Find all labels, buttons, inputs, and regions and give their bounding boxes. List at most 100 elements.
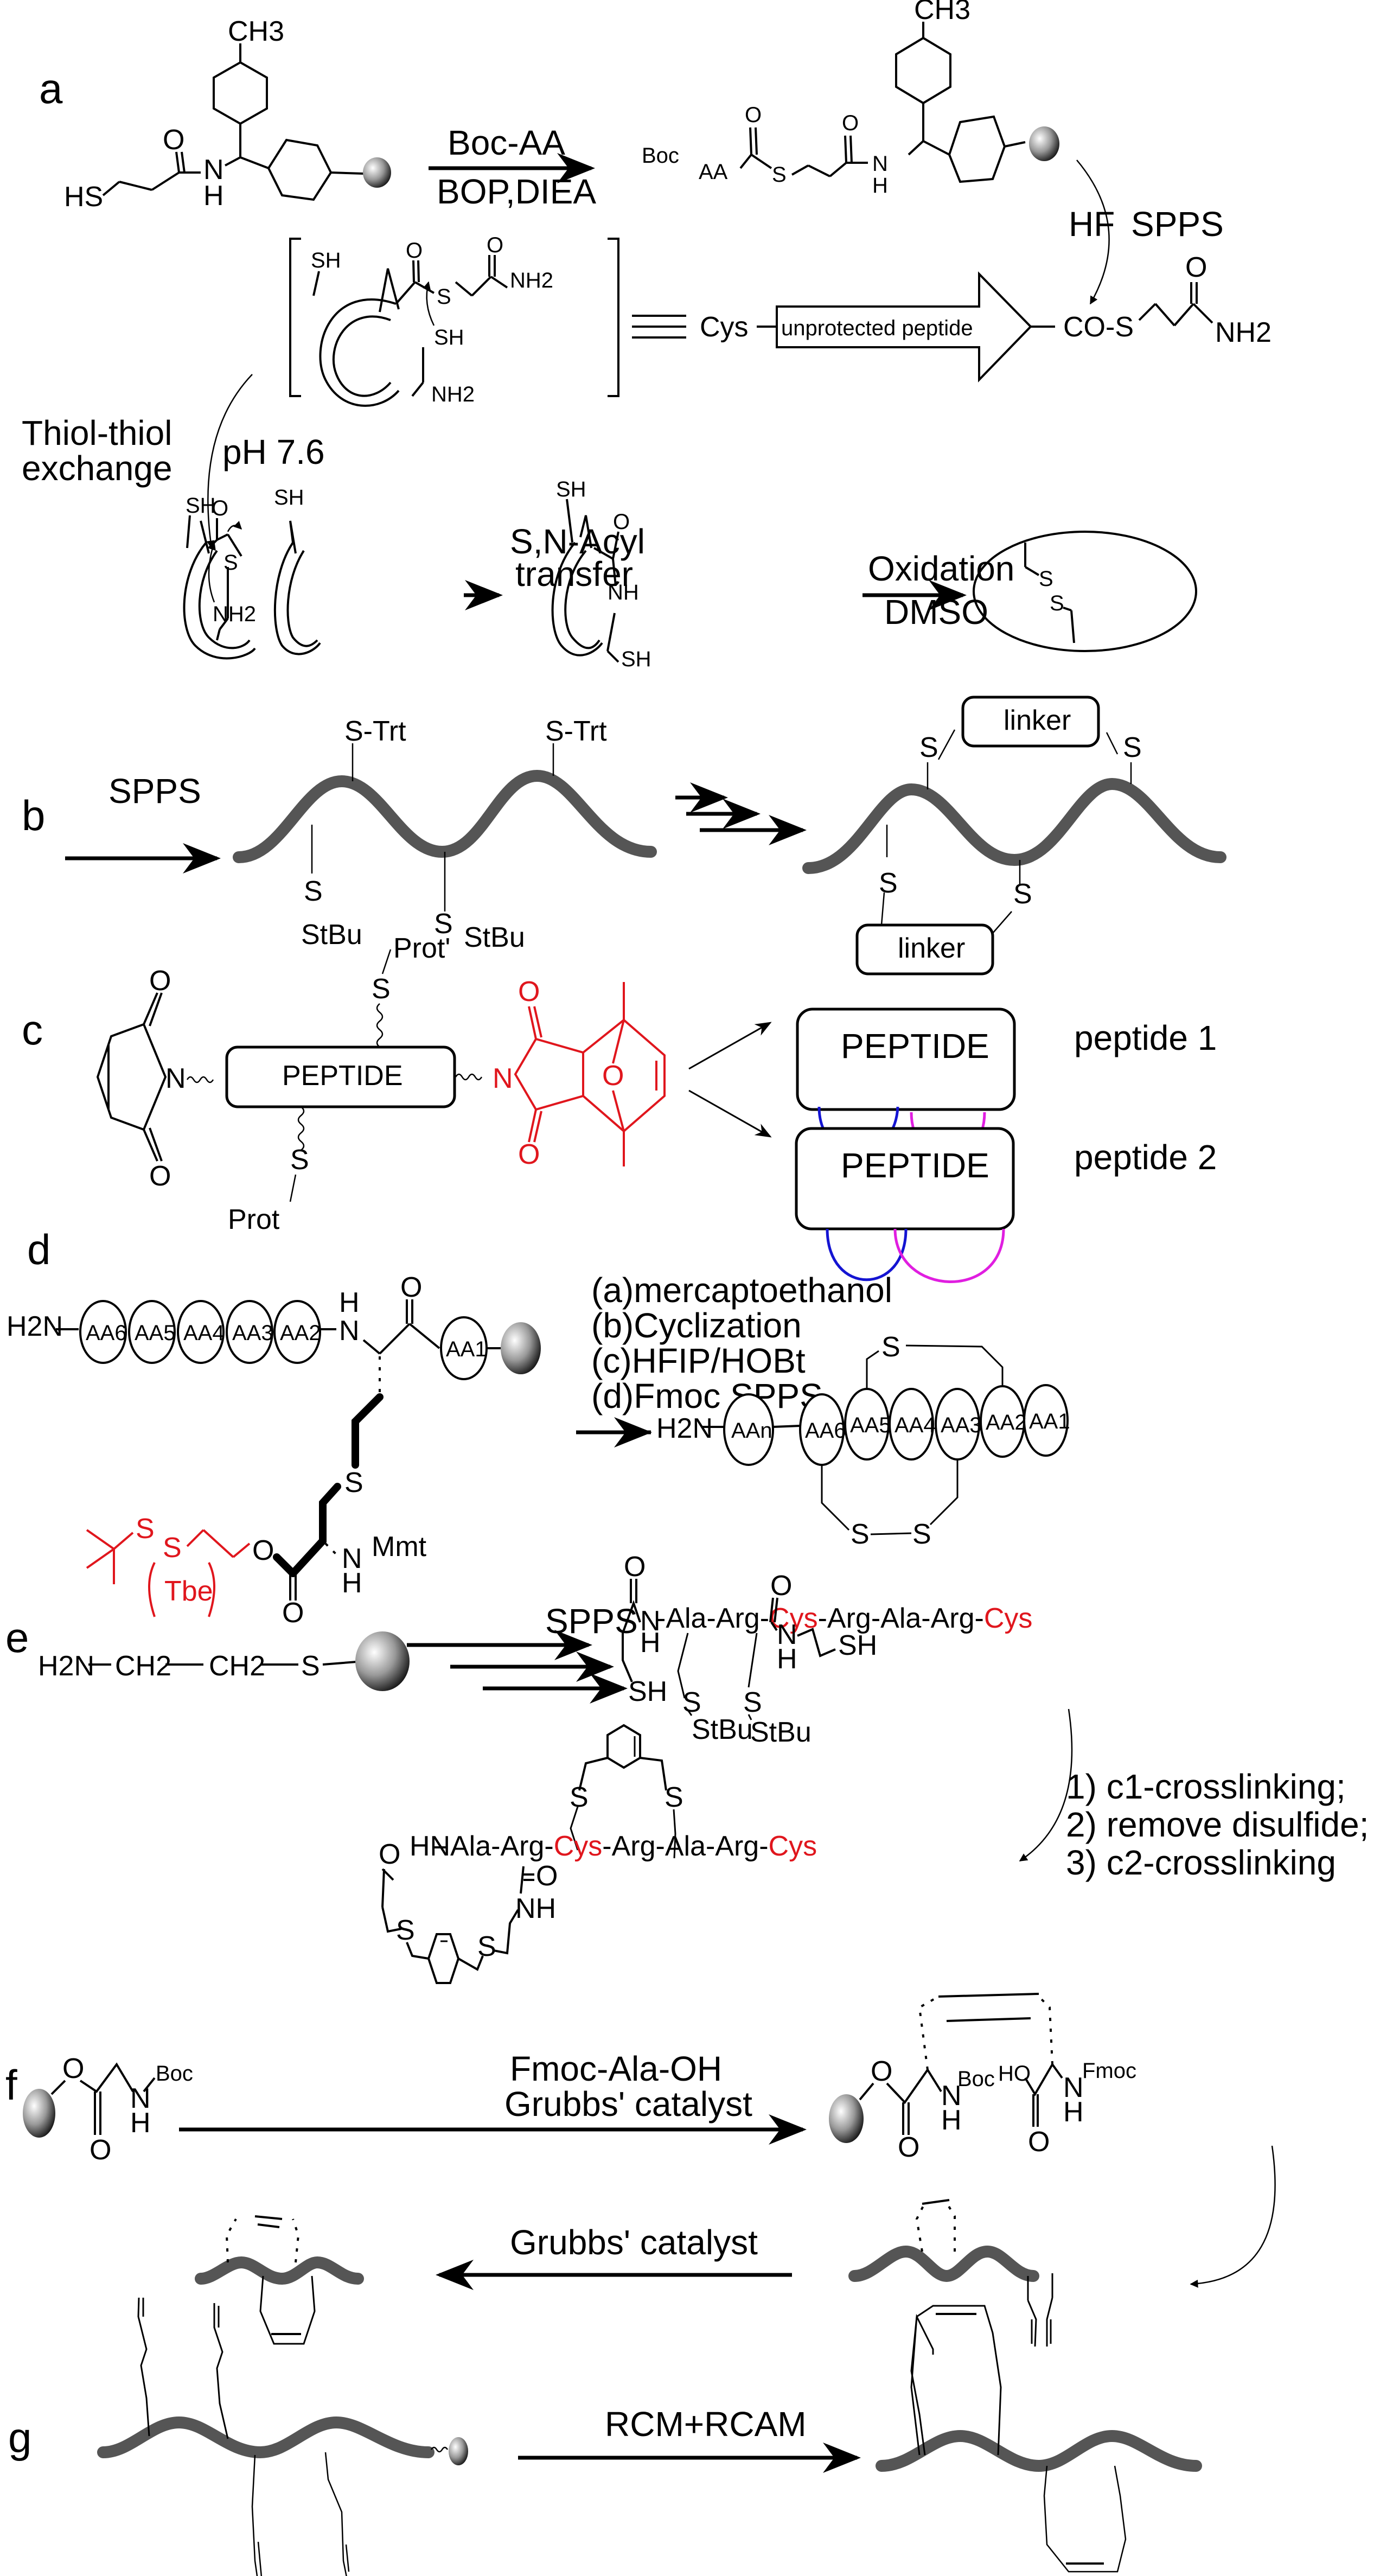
e-lin-n-right: N	[777, 1619, 797, 1650]
c-product-1: PEPTIDE peptide 1	[796, 1008, 1217, 1158]
e-lin-o-right: O	[770, 1570, 792, 1602]
e-step-1: 1) c1-crosslinking;	[1066, 1767, 1346, 1806]
e-s: S	[301, 1650, 320, 1682]
d-product: H2N AAn AA6 AA5 AA4 AA3 AA2 AA1 S S S	[656, 1331, 1070, 1550]
a-ring2-sh-top: SH	[274, 486, 304, 509]
a-ring1-sh: SH	[186, 494, 216, 518]
panel-d: d H2N AA6 AA5 AA4 AA3 AA2 N H O AA1 S	[7, 1226, 1070, 1629]
a-eq-o: O	[1185, 252, 1207, 283]
a-step3-left-line1: Thiol-thiol	[22, 413, 172, 452]
a-product1: CH3 Boc AA O S O N H	[642, 0, 1059, 197]
e-step-2: 2) remove disulfide;	[1066, 1805, 1369, 1844]
a-br-sh-mid: SH	[434, 326, 464, 349]
b-bottom-group-2: StBu	[464, 922, 525, 953]
a-carbonyl-o: O	[163, 124, 184, 156]
f-r-o-ester: O	[62, 2053, 84, 2084]
c-prot-top: Prot'	[393, 933, 450, 964]
a-eq-nh2: NH2	[1215, 317, 1272, 348]
c-maleimide-o-top: O	[149, 965, 171, 997]
d-tbe-label: Tbe	[164, 1576, 213, 1607]
c-maleimide-n: N	[165, 1063, 186, 1094]
a-thioester-ring: SH O S NH2	[183, 494, 256, 660]
d-nh-h: H	[339, 1287, 360, 1318]
a-ss-s2: S	[1050, 591, 1064, 615]
d-product-aa3: AA3	[941, 1413, 982, 1437]
b-step1-label: SPPS	[108, 771, 201, 811]
c-prot-bottom: Prot	[228, 1204, 280, 1235]
a-equivalent-species: Cys unprotected peptide CO-S O NH2	[632, 252, 1272, 382]
a-ring1-s: S	[223, 551, 238, 575]
d-res-aa3: AA3	[232, 1321, 273, 1345]
d-s-thioether: S	[344, 1467, 363, 1499]
f-step1-top: Fmoc-Ala-OH	[510, 2049, 722, 2088]
f-intermediate-backbone	[848, 2245, 1039, 2282]
b-product-s-4: S	[1013, 878, 1032, 910]
panel-e: e H2N CH2 CH2 S SPPS O N H SH -Ala-Arg-C…	[5, 1551, 1369, 1984]
f-step2-label: Grubbs' catalyst	[510, 2223, 758, 2262]
g-reactant-backbone	[97, 2416, 435, 2459]
e-lin-sequence: -Ala-Arg-Cys-Arg-Ala-Arg-Cys	[656, 1603, 1032, 1634]
c-red-n: N	[493, 1063, 513, 1094]
e-bi-seq-1-cys: Cys	[554, 1831, 603, 1862]
e-bi-sequence: Ala-Arg-Cys-Arg-Ala-Arg-Cys	[450, 1831, 817, 1862]
d-res-aa2: AA2	[280, 1321, 321, 1345]
b-product-s-2: S	[1123, 732, 1142, 763]
b-linker-top-box	[961, 696, 1100, 748]
d-tbe-group: S S Tbe	[86, 1513, 251, 1617]
panel-f: f O O N H Boc Fmoc-Ala-OH Grubbs' cataly…	[5, 1993, 1276, 2347]
panel-label-g: g	[8, 2414, 31, 2462]
d-product-aa4: AA4	[895, 1413, 936, 1437]
e-lin-h-right: H	[777, 1643, 797, 1675]
d-tbe-s1: S	[136, 1513, 155, 1545]
g-step-label: RCM+RCAM	[605, 2405, 807, 2444]
f-p-n1: N	[941, 2080, 962, 2112]
d-res-aa5: AA5	[135, 1321, 176, 1345]
d-condition-1: (a)mercaptoethanol	[591, 1271, 892, 1310]
a-step5-top: Oxidation	[868, 549, 1014, 588]
f-p-o2: O	[1028, 2126, 1050, 2158]
a-eq-cys: Cys	[700, 311, 749, 343]
c-product2-name: peptide 2	[1074, 1138, 1217, 1177]
a-step3-right: pH 7.6	[222, 432, 325, 471]
a-step5-bottom: DMSO	[884, 592, 988, 632]
b-top-group-1: S-Trt	[344, 716, 406, 747]
d-carbonyl-o: O	[282, 1597, 304, 1629]
d-product-aa6: AA6	[805, 1419, 846, 1443]
f-r-boc: Boc	[156, 2062, 193, 2086]
a-p1-n: N	[872, 152, 888, 176]
a-p1-methyl: CH3	[914, 0, 970, 25]
b-linker-bottom: linker	[898, 933, 965, 964]
f-product-backbone	[195, 2256, 364, 2285]
e-bi-s-1: S	[570, 1782, 589, 1813]
d-reactant-residues: AA6 AA5 AA4 AA3 AA2	[79, 1300, 321, 1364]
d-condition-2: (b)Cyclization	[591, 1306, 802, 1345]
d-nh-n: N	[339, 1315, 360, 1347]
a-start-material: CH3 O HS N H	[64, 16, 391, 213]
d-ester-o: O	[252, 1535, 274, 1566]
a-lactam-o: O	[613, 510, 630, 534]
a-lactam-sh-bottom: SH	[621, 647, 651, 671]
d-h2n: H2N	[7, 1311, 63, 1342]
a-lactam-ring: SH	[273, 486, 321, 655]
c-red-o-top: O	[518, 976, 540, 1008]
f-p-ho: HO	[998, 2062, 1031, 2086]
e-lin-h: H	[640, 1627, 661, 1659]
d-n: N	[342, 1543, 362, 1574]
c-product-2: PEPTIDE peptide 2	[795, 1127, 1217, 1283]
a-step3-left-line2: exchange	[22, 449, 173, 488]
e-bi-s-4: S	[477, 1931, 496, 1962]
a-step4-line1: S,N-Acyl	[510, 522, 645, 561]
e-step1-label: SPPS	[545, 1602, 638, 1641]
d-tbe-s2: S	[163, 1532, 182, 1564]
panel-label-d: d	[27, 1226, 50, 1273]
e-lin-s2: S	[743, 1687, 762, 1718]
a-p1-h: H	[872, 174, 888, 197]
d-res-aa4: AA4	[183, 1321, 225, 1345]
f-step1-bottom: Grubbs' catalyst	[504, 2084, 752, 2124]
a-ss-s1: S	[1039, 567, 1053, 591]
b-linker-bottom-box	[855, 923, 994, 975]
panel-b: b SPPS S-Trt S-Trt S S StBu StBu linker …	[22, 696, 1226, 975]
panel-c: c O O N PEPTIDE S Prot' S Prot	[22, 933, 1217, 1283]
e-lin-o-left: O	[624, 1551, 646, 1583]
